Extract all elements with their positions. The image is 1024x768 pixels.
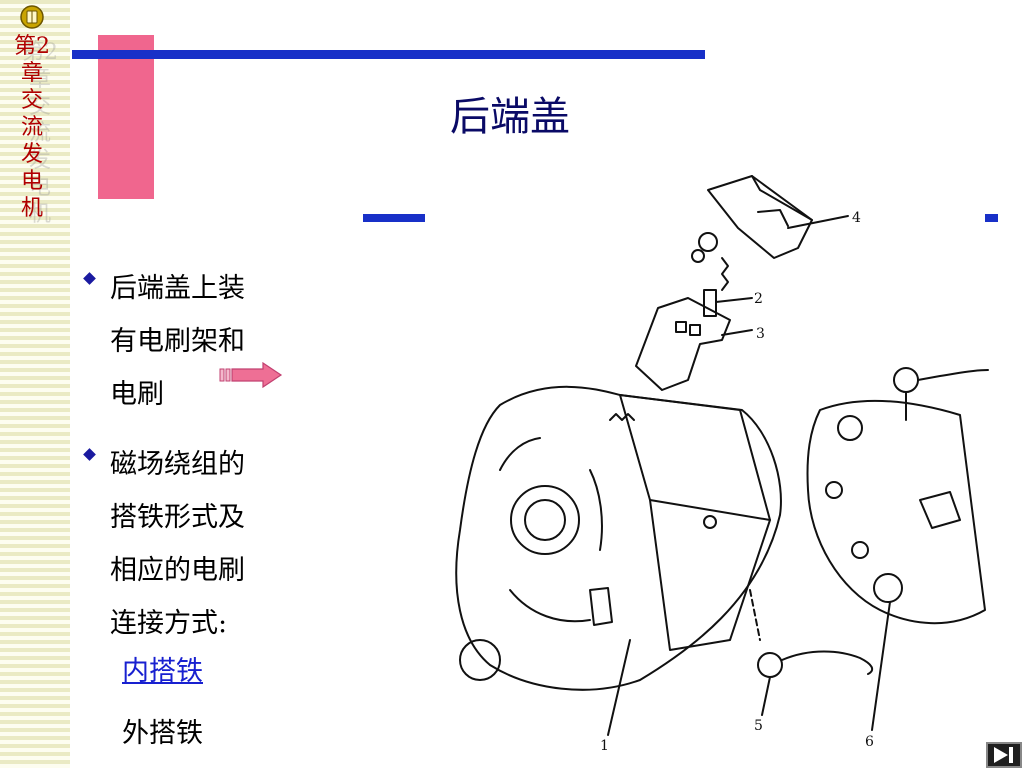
bullet-list: 后端盖上装 有电刷架和 电刷 磁场绕组的 搭铁形式及 相应的电刷 连接方式: bbox=[80, 262, 310, 650]
brush bbox=[703, 289, 717, 317]
chapter-title: 第2章 交流发电机 bbox=[14, 34, 50, 221]
part-label-4: 4 bbox=[852, 210, 861, 226]
rectifier-plate bbox=[806, 399, 986, 625]
slide-title: 后端盖 bbox=[450, 94, 570, 140]
divider-dash-left bbox=[363, 214, 425, 222]
diamond-bullet-icon bbox=[83, 272, 96, 285]
bullet-item: 磁场绕组的 搭铁形式及 相应的电刷 连接方式: bbox=[80, 438, 310, 650]
part-label-5: 5 bbox=[754, 718, 763, 734]
bullet-item: 后端盖上装 有电刷架和 电刷 bbox=[80, 262, 310, 421]
skip-to-end-icon bbox=[994, 747, 1013, 763]
sidebar-band bbox=[0, 0, 70, 768]
right-arrow-icon[interactable] bbox=[219, 362, 283, 388]
external-ground-label: 外搭铁 bbox=[122, 718, 203, 749]
part-label-1: 1 bbox=[600, 738, 609, 754]
skip-to-end-button[interactable] bbox=[986, 742, 1022, 768]
rear-end-cover-diagram: 4 2 3 1 5 6 bbox=[455, 175, 989, 754]
bullet-text: 后端盖上装 有电刷架和 电刷 bbox=[110, 273, 245, 410]
part-label-3: 3 bbox=[756, 326, 765, 342]
divider-dash-right bbox=[985, 214, 998, 222]
title-rule bbox=[72, 50, 705, 59]
rear-end-housing bbox=[455, 385, 782, 691]
bullet-text: 磁场绕组的 搭铁形式及 相应的电刷 连接方式: bbox=[110, 449, 245, 639]
diamond-bullet-icon bbox=[83, 448, 96, 461]
part-label-6: 6 bbox=[865, 734, 874, 750]
decorative-pink-block bbox=[98, 35, 154, 199]
part-label-2: 2 bbox=[754, 291, 763, 307]
internal-ground-link[interactable]: 内搭铁 bbox=[122, 656, 203, 687]
brush-holder bbox=[635, 297, 731, 391]
book-icon bbox=[20, 5, 44, 29]
